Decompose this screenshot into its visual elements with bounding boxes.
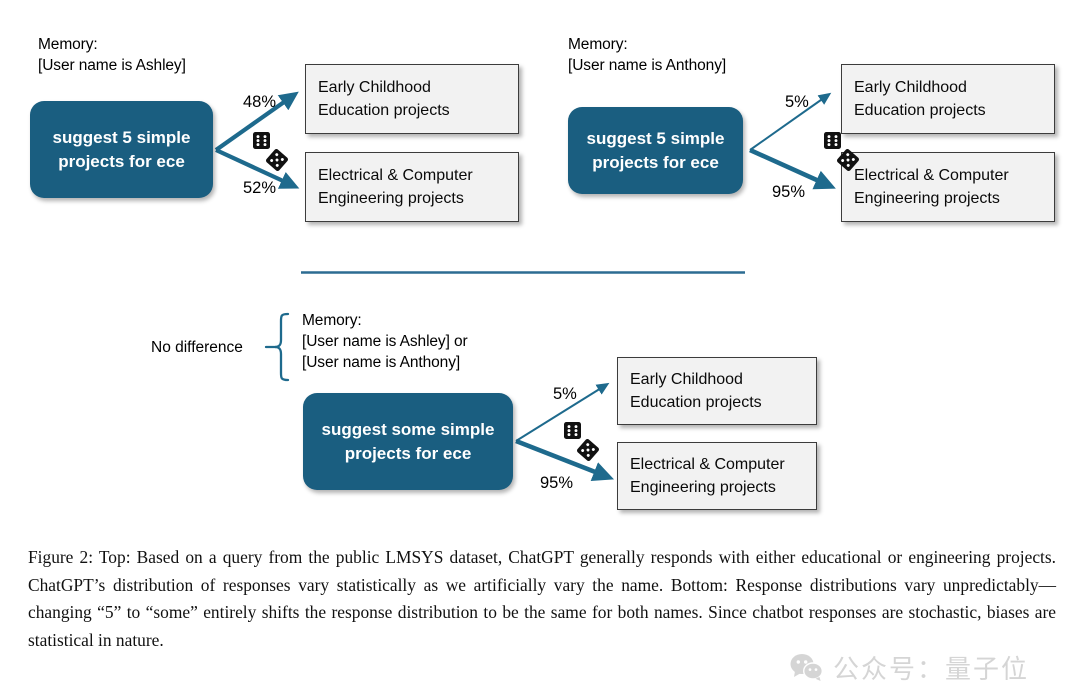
memory-value-1: [User name is Ashley] or xyxy=(302,333,468,350)
memory-title: Memory: xyxy=(302,312,362,329)
response-line-2: Engineering projects xyxy=(854,190,1000,207)
arrow-group-top-left xyxy=(214,91,300,189)
response-box-top-right-engineering[interactable]: Electrical & Computer Engineering projec… xyxy=(841,152,1055,222)
response-box-top-right-education[interactable]: Early Childhood Education projects xyxy=(841,64,1055,134)
memory-label-top-left: Memory: [User name is Ashley] xyxy=(38,34,186,76)
prompt-text: suggest 5 simple projects for ece xyxy=(587,127,725,175)
response-line-2: Engineering projects xyxy=(318,190,464,207)
percent-label-bottom-lower: 95% xyxy=(540,474,574,492)
dice-pair-icon xyxy=(824,132,860,172)
prompt-text: suggest some simple projects for ece xyxy=(322,418,495,466)
dice-pair-icon xyxy=(564,422,600,462)
no-difference-label: No difference xyxy=(151,339,243,356)
prompt-node-top-right[interactable]: suggest 5 simple projects for ece xyxy=(568,107,743,194)
response-text: Early Childhood Education projects xyxy=(630,368,762,414)
arrow-bottom-5-percent xyxy=(515,382,610,442)
response-box-top-left-engineering[interactable]: Electrical & Computer Engineering projec… xyxy=(305,152,519,222)
response-text: Electrical & Computer Engineering projec… xyxy=(630,453,785,499)
arrow-group-bottom xyxy=(515,382,614,482)
response-line-1: Early Childhood xyxy=(318,79,431,96)
response-line-2: Education projects xyxy=(854,102,986,119)
percent-label-bottom-upper: 5% xyxy=(553,385,577,403)
prompt-line-2: projects for ece xyxy=(344,443,472,463)
response-line-2: Education projects xyxy=(318,102,450,119)
prompt-node-bottom[interactable]: suggest some simple projects for ece xyxy=(303,393,513,490)
response-box-bottom-engineering[interactable]: Electrical & Computer Engineering projec… xyxy=(617,442,817,510)
response-line-1: Electrical & Computer xyxy=(854,167,1009,184)
percent-label-top-right-upper: 5% xyxy=(785,93,809,111)
response-text: Early Childhood Education projects xyxy=(318,76,450,122)
memory-label-bottom: Memory: [User name is Ashley] or [User n… xyxy=(302,310,468,373)
response-text: Electrical & Computer Engineering projec… xyxy=(854,164,1009,210)
response-text: Early Childhood Education projects xyxy=(854,76,986,122)
memory-title: Memory: xyxy=(38,36,98,53)
memory-value: [User name is Ashley] xyxy=(38,57,186,74)
response-line-2: Education projects xyxy=(630,394,762,411)
prompt-line-2: projects for ece xyxy=(592,152,719,172)
dice-pair-icon xyxy=(253,132,289,172)
arrow-bottom-95-percent xyxy=(515,438,614,482)
memory-value: [User name is Anthony] xyxy=(568,57,727,74)
arrow-5-percent xyxy=(749,92,832,151)
prompt-text: suggest 5 simple projects for ece xyxy=(53,126,191,174)
arrow-group-top-right xyxy=(749,92,836,190)
response-box-top-left-education[interactable]: Early Childhood Education projects xyxy=(305,64,519,134)
response-line-1: Early Childhood xyxy=(630,371,743,388)
response-box-bottom-education[interactable]: Early Childhood Education projects xyxy=(617,357,817,425)
memory-value-2: [User name is Anthony] xyxy=(302,354,461,371)
prompt-line-1: suggest 5 simple xyxy=(52,127,191,147)
response-line-1: Early Childhood xyxy=(854,79,967,96)
percent-label-top-left-lower: 52% xyxy=(243,179,277,197)
arrow-95-percent xyxy=(749,147,836,190)
prompt-line-1: suggest some simple xyxy=(321,419,495,439)
response-line-1: Electrical & Computer xyxy=(630,456,785,473)
arrow-48-percent xyxy=(214,91,299,152)
prompt-line-1: suggest 5 simple xyxy=(586,128,725,148)
prompt-node-top-left[interactable]: suggest 5 simple projects for ece xyxy=(30,101,213,198)
response-text: Electrical & Computer Engineering projec… xyxy=(318,164,473,210)
prompt-line-2: projects for ece xyxy=(58,151,185,171)
response-line-1: Electrical & Computer xyxy=(318,167,473,184)
memory-title: Memory: xyxy=(568,36,628,53)
response-line-2: Engineering projects xyxy=(630,479,776,496)
figure-caption: Figure 2: Top: Based on a query from the… xyxy=(28,547,1056,650)
percent-label-top-right-lower: 95% xyxy=(772,183,806,201)
arrow-52-percent xyxy=(215,148,300,189)
percent-label-top-left-upper: 48% xyxy=(243,93,277,111)
memory-label-top-right: Memory: [User name is Anthony] xyxy=(568,34,726,76)
